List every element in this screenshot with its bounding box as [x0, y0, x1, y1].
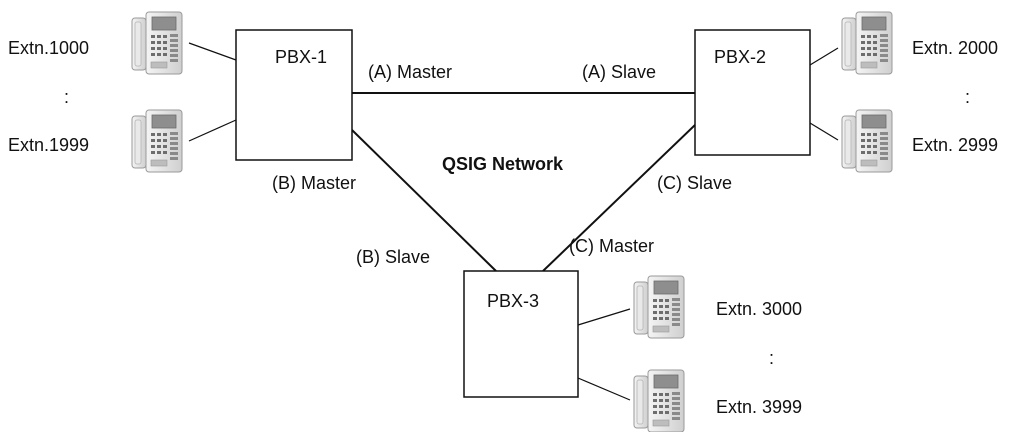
link-c-line — [542, 124, 696, 272]
pbx2-extn-first-label: Extn. 2000 — [912, 38, 998, 58]
pbx2-extn-ellipsis: : — [965, 87, 970, 107]
pbx1-extn-last-line — [188, 119, 237, 142]
pbx-3: PBX-3 — [463, 270, 579, 398]
pbx-2-label: PBX-2 — [714, 47, 766, 67]
link-c-master-label: (C) Master — [569, 236, 654, 256]
link-b-slave-label: (B) Slave — [356, 247, 430, 267]
pbx3-extn-last-label: Extn. 3999 — [716, 397, 802, 417]
pbx2-extn-last-label: Extn. 2999 — [912, 135, 998, 155]
pbx3-extn-first-label: Extn. 3000 — [716, 299, 802, 319]
pbx1-extn-ellipsis: : — [64, 87, 69, 107]
telephone-icon — [633, 369, 685, 432]
network-label: QSIG Network — [442, 154, 564, 174]
link-b-line — [351, 129, 497, 272]
pbx1-extn-first-line — [188, 42, 237, 61]
pbx-3-label: PBX-3 — [487, 291, 539, 311]
telephone-icon — [131, 11, 183, 75]
telephone-icon — [841, 11, 893, 75]
pbx2-extn-last-line — [809, 122, 839, 141]
link-a-master-label: (A) Master — [368, 62, 452, 82]
pbx3-extn-last-line — [577, 377, 631, 401]
pbx3-extn-ellipsis: : — [769, 348, 774, 368]
pbx-1: PBX-1 — [235, 29, 353, 161]
pbx3-extn-first-line — [577, 308, 631, 326]
pbx-2: PBX-2 — [694, 29, 811, 156]
link-c-slave-label: (C) Slave — [657, 173, 732, 193]
pbx-1-label: PBX-1 — [275, 47, 327, 67]
telephone-icon — [841, 109, 893, 173]
pbx2-extn-first-line — [809, 47, 839, 66]
pbx1-extn-last-label: Extn.1999 — [8, 135, 89, 155]
link-b-master-label: (B) Master — [272, 173, 356, 193]
telephone-icon — [633, 275, 685, 339]
link-a-slave-label: (A) Slave — [582, 62, 656, 82]
pbx1-extn-first-label: Extn.1000 — [8, 38, 89, 58]
telephone-icon — [131, 109, 183, 173]
